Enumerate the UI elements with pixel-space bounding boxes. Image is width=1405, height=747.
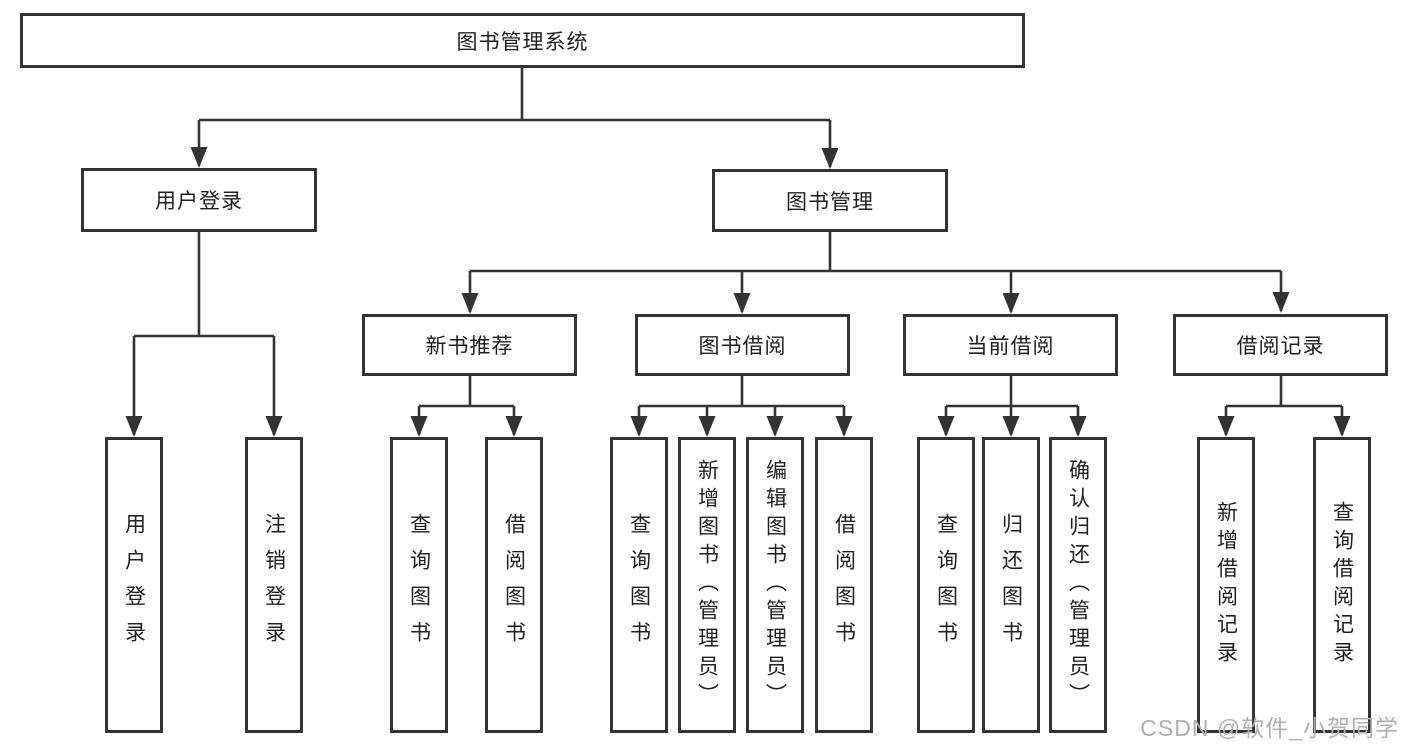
leaf-label: 查询图书 [934, 513, 958, 657]
node-label: 借阅记录 [1236, 335, 1325, 358]
leaf-borrow-books: 借阅图书 [485, 437, 543, 733]
node-library-management-system: 图书管理系统 [20, 13, 1025, 68]
leaf-borrow-books: 借阅图书 [815, 437, 873, 733]
node-label: 图书管理系统 [456, 30, 589, 54]
leaf-label: 用户登录 [122, 513, 146, 657]
leaf-add-books-admin: 新增图书（管理员） [678, 437, 736, 733]
leaf-label: 新增图书（管理员） [695, 459, 719, 711]
node-user-login: 用户登录 [81, 168, 317, 232]
leaf-logout: 注销登录 [245, 437, 303, 733]
node-label: 当前借阅 [966, 335, 1055, 358]
leaf-confirm-return-admin: 确认归还（管理员） [1049, 437, 1107, 733]
leaf-label: 注销登录 [262, 513, 286, 657]
leaf-edit-books-admin: 编辑图书（管理员） [746, 437, 804, 733]
leaf-query-books: 查询图书 [610, 437, 668, 733]
node-current-borrowing: 当前借阅 [903, 314, 1118, 376]
leaf-query-books: 查询图书 [917, 437, 975, 733]
leaf-return-books: 归还图书 [982, 437, 1040, 733]
node-label: 图书管理 [786, 190, 874, 214]
leaf-label: 查询图书 [627, 513, 651, 657]
node-label: 图书借阅 [698, 335, 787, 358]
leaf-user-login: 用户登录 [105, 437, 163, 733]
leaf-label: 查询借阅记录 [1330, 501, 1354, 669]
leaf-label: 编辑图书（管理员） [763, 459, 787, 711]
leaf-label: 查询图书 [407, 513, 431, 657]
node-book-borrowing: 图书借阅 [635, 314, 850, 376]
leaf-label: 新增借阅记录 [1214, 501, 1238, 669]
node-label: 新书推荐 [425, 335, 514, 358]
leaf-query-books: 查询图书 [390, 437, 448, 733]
node-borrowing-records: 借阅记录 [1173, 314, 1388, 376]
leaf-label: 确认归还（管理员） [1066, 459, 1090, 711]
leaf-add-borrow-record: 新增借阅记录 [1197, 437, 1255, 733]
watermark-text: CSDN @软件_小贺同学 [1140, 715, 1399, 741]
node-label: 用户登录 [155, 190, 243, 213]
leaf-label: 归还图书 [999, 513, 1023, 657]
leaf-label: 借阅图书 [832, 513, 856, 657]
leaf-query-borrow-record: 查询借阅记录 [1313, 437, 1371, 733]
node-book-management: 图书管理 [712, 169, 948, 232]
node-new-book-recommendation: 新书推荐 [362, 314, 577, 376]
leaf-label: 借阅图书 [502, 513, 526, 657]
